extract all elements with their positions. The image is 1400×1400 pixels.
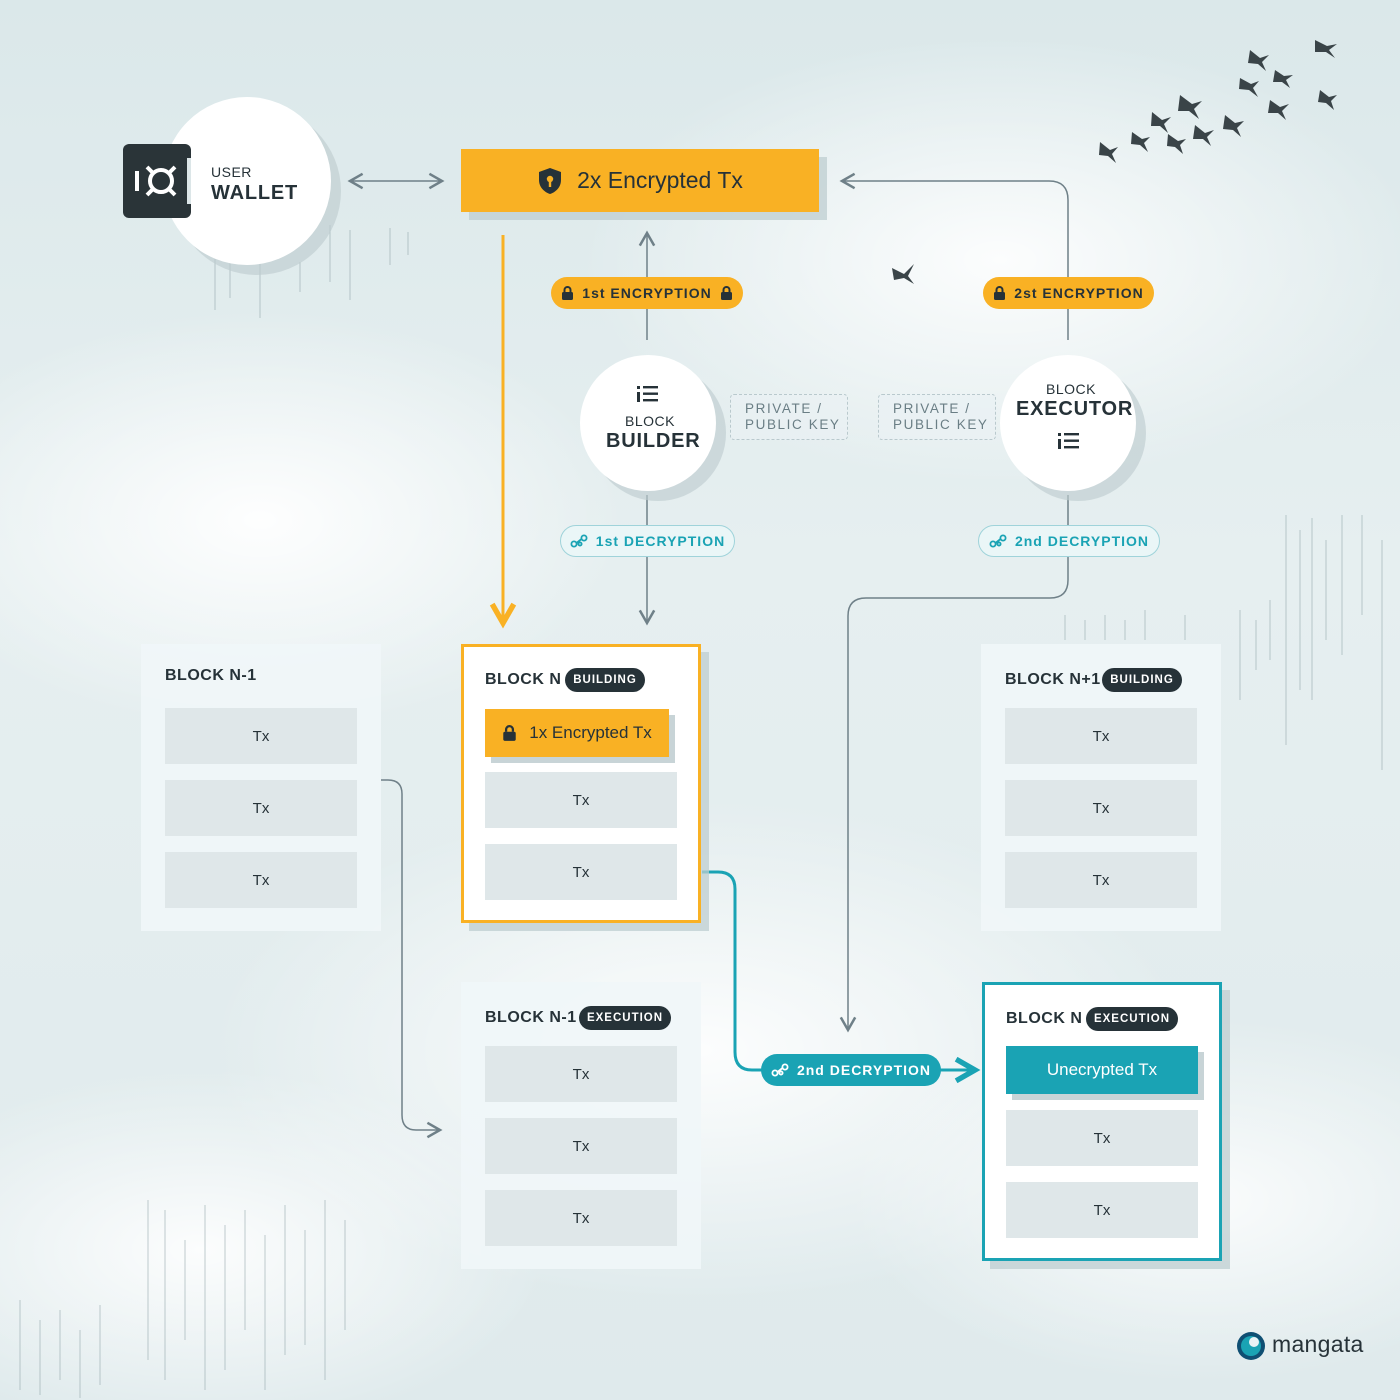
first-decryption-label: 1st DECRYPTION bbox=[595, 533, 726, 549]
block-n-to-execution-flow bbox=[702, 870, 975, 1070]
user-wallet-label-top: USER bbox=[211, 164, 252, 180]
tx-item[interactable]: Tx bbox=[165, 708, 357, 764]
user-wallet-circle bbox=[163, 97, 331, 265]
tx-item[interactable]: Tx bbox=[1005, 708, 1197, 764]
second-decryption-flow-pill: 2nd DECRYPTION bbox=[761, 1054, 941, 1086]
bird-icon bbox=[1178, 95, 1202, 119]
bird-icon bbox=[1315, 40, 1337, 58]
tx-item[interactable]: Tx bbox=[1005, 852, 1197, 908]
bird-icon bbox=[1318, 90, 1337, 110]
tx-item[interactable]: Tx bbox=[485, 1190, 677, 1246]
birds-decoration bbox=[1099, 40, 1337, 163]
wallet-icon bbox=[123, 144, 191, 218]
block-n-1-to-execution-arrow bbox=[381, 779, 443, 1139]
tx-item[interactable]: Tx bbox=[1006, 1110, 1198, 1166]
list-icon bbox=[1058, 433, 1079, 449]
builder-key-box: PRIVATE / PUBLIC KEY bbox=[730, 394, 848, 440]
tx-item[interactable]: Tx bbox=[165, 852, 357, 908]
executor-key-line1: PRIVATE / bbox=[893, 401, 971, 416]
second-encryption-label: 2st ENCRYPTION bbox=[1014, 285, 1144, 301]
executor-to-encrypted-arrow bbox=[839, 172, 1069, 340]
bird-icon bbox=[1099, 142, 1118, 163]
link-chain-icon bbox=[989, 534, 1007, 548]
execution-badge: EXECUTION bbox=[1086, 1007, 1178, 1031]
block-n-minus-1-execution-panel: BLOCK N-1 EXECUTION Tx Tx Tx bbox=[461, 982, 701, 1269]
encrypted-tx-item[interactable]: 1x Encrypted Tx bbox=[485, 709, 669, 757]
tx-item[interactable]: Tx bbox=[1005, 780, 1197, 836]
link-chain-icon bbox=[771, 1063, 789, 1077]
tx-item[interactable]: Tx bbox=[165, 780, 357, 836]
user-wallet-label-main: WALLET bbox=[211, 182, 299, 204]
block-n-minus-1-panel: BLOCK N-1 Tx Tx Tx bbox=[141, 644, 381, 931]
block-executor-label-top: BLOCK bbox=[1046, 381, 1096, 397]
builder-key-line2: PUBLIC KEY bbox=[745, 417, 841, 432]
builder-key-line1: PRIVATE / bbox=[745, 401, 823, 416]
encrypted-tx-main-label: 2x Encrypted Tx bbox=[577, 167, 743, 193]
bird-icon bbox=[1273, 70, 1293, 88]
bird-icon bbox=[1223, 115, 1244, 137]
block-n-execution-panel: BLOCK N EXECUTION Unecrypted Tx Tx Tx bbox=[982, 982, 1222, 1261]
bird-icon bbox=[1167, 134, 1186, 154]
block-n-plus-1-building-panel: BLOCK N+1 BUILDING Tx Tx Tx bbox=[981, 644, 1221, 931]
tx-item[interactable]: Tx bbox=[485, 772, 677, 828]
second-decryption-pill: 2nd DECRYPTION bbox=[978, 525, 1160, 557]
bird-icon bbox=[1151, 112, 1171, 133]
lock-icon bbox=[994, 285, 1006, 300]
executor-to-execution-arrow bbox=[839, 495, 1069, 1033]
execution-badge: EXECUTION bbox=[579, 1006, 671, 1030]
unencrypted-tx-item[interactable]: Unecrypted Tx bbox=[1006, 1046, 1198, 1094]
block-executor-label-main: EXECUTOR bbox=[1016, 398, 1134, 420]
executor-key-line2: PUBLIC KEY bbox=[893, 417, 989, 432]
bird-icon bbox=[892, 264, 914, 284]
encrypted-tx-item-label: 1x Encrypted Tx bbox=[529, 723, 652, 742]
second-decryption-flow-label: 2nd DECRYPTION bbox=[796, 1062, 932, 1078]
tx-item[interactable]: Tx bbox=[485, 844, 677, 900]
second-encryption-pill: 2st ENCRYPTION bbox=[983, 277, 1154, 309]
block-builder-label-top: BLOCK bbox=[625, 413, 675, 429]
lock-icon bbox=[562, 285, 574, 300]
encrypted-tx-main[interactable]: 2x Encrypted Tx bbox=[461, 149, 819, 212]
bird-icon bbox=[1131, 132, 1150, 152]
tx-item[interactable]: Tx bbox=[485, 1046, 677, 1102]
first-encryption-pill: 1st ENCRYPTION bbox=[551, 277, 743, 309]
link-chain-icon bbox=[570, 534, 588, 548]
tx-item[interactable]: Tx bbox=[1006, 1182, 1198, 1238]
lock-icon bbox=[720, 285, 732, 300]
bird-icon bbox=[1248, 50, 1269, 71]
block-n-plus-1-title: BLOCK N+1 bbox=[1005, 671, 1101, 688]
block-n-minus-1-execution-title: BLOCK N-1 bbox=[485, 1009, 577, 1026]
block-n-building-panel: BLOCK N BUILDING 1x Encrypted Tx Tx Tx bbox=[461, 644, 701, 923]
tx-item[interactable]: Tx bbox=[485, 1118, 677, 1174]
building-badge: BUILDING bbox=[1102, 668, 1182, 692]
building-badge: BUILDING bbox=[565, 668, 645, 692]
mangata-logo-icon bbox=[1237, 1332, 1265, 1360]
mangata-logo-text: mangata bbox=[1272, 1331, 1364, 1357]
bird-icon bbox=[1268, 100, 1289, 120]
shield-lock-icon bbox=[539, 167, 562, 194]
first-encryption-label: 1st ENCRYPTION bbox=[582, 285, 712, 301]
block-n-minus-1-title: BLOCK N-1 bbox=[165, 667, 257, 684]
bird-icon bbox=[1239, 78, 1259, 97]
block-n-execution-title: BLOCK N bbox=[1006, 1010, 1083, 1027]
block-n-building-title: BLOCK N bbox=[485, 671, 562, 688]
block-builder-label-main: BUILDER bbox=[606, 430, 701, 452]
bird-icon bbox=[1193, 125, 1214, 146]
executor-key-box: PRIVATE / PUBLIC KEY bbox=[878, 394, 996, 440]
list-icon bbox=[637, 386, 658, 402]
second-decryption-label: 2nd DECRYPTION bbox=[1014, 533, 1150, 549]
block-builder-circle bbox=[580, 355, 716, 491]
block-executor-circle bbox=[1000, 355, 1136, 491]
first-decryption-pill: 1st DECRYPTION bbox=[560, 525, 735, 557]
lock-icon bbox=[503, 724, 516, 741]
